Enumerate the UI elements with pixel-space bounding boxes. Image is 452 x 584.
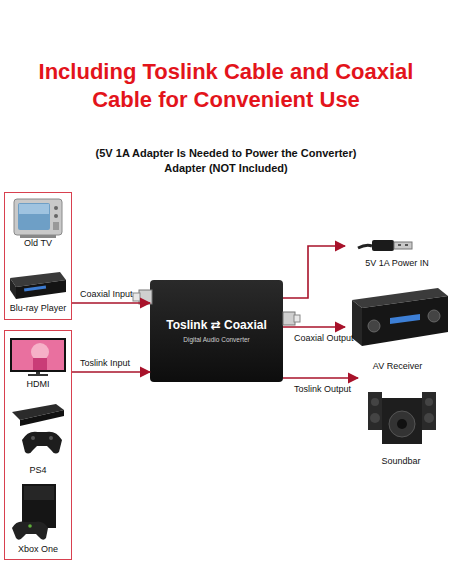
signal-arrow xyxy=(283,326,345,328)
connection-label: Toslink Input xyxy=(80,358,130,369)
connection-label: Coaxial Output xyxy=(294,333,354,344)
ps4-illustration xyxy=(12,404,64,454)
signal-arrow xyxy=(283,246,345,298)
source-group-box: Old TV Blu-ray Player xyxy=(4,192,72,320)
signal-arrow xyxy=(72,302,150,304)
device-box: Soundbar xyxy=(358,374,444,470)
converter-box: Toslink ⇄ CoaxialDigital Audio Converter xyxy=(150,280,283,382)
bluray-illustration xyxy=(10,272,66,299)
usb-plug-illustration xyxy=(358,240,412,251)
device-label: Blu-ray Player xyxy=(5,303,71,314)
device-label: HDMI xyxy=(5,379,71,390)
hdmi-tv-illustration xyxy=(10,338,66,376)
device-label: Xbox One xyxy=(5,544,71,555)
converter-label: Toslink ⇄ Coaxial xyxy=(150,318,283,332)
device-label: PS4 xyxy=(5,465,71,476)
note-text: (5V 1A Adapter Is Needed to Power the Co… xyxy=(10,146,442,160)
signal-arrow xyxy=(283,377,358,379)
converter-label: Digital Audio Converter xyxy=(150,336,283,344)
speaker-illustration xyxy=(368,392,436,444)
old-tv-illustration xyxy=(14,199,62,238)
av-receiver-illustration xyxy=(352,288,448,346)
note-text: Adapter (NOT Included) xyxy=(10,161,442,175)
device-label: 5V 1A Power IN xyxy=(345,258,449,269)
device-label: Soundbar xyxy=(358,456,444,467)
connection-label: Toslink Output xyxy=(294,384,351,395)
device-label: AV Receiver xyxy=(345,361,450,372)
signal-arrow xyxy=(72,371,150,373)
source-group-box: HDMI PS4Xbox One xyxy=(4,330,72,560)
device-box: 5V 1A Power IN xyxy=(345,226,449,270)
converter-ports xyxy=(133,290,300,325)
device-box: AV Receiver xyxy=(345,282,450,372)
device-label: Old TV xyxy=(5,238,71,249)
diagram-title: Including Toslink Cable and Coaxial Cabl… xyxy=(8,58,444,114)
connection-label: Coaxial Input xyxy=(80,289,133,300)
xbox-illustration xyxy=(12,484,56,540)
